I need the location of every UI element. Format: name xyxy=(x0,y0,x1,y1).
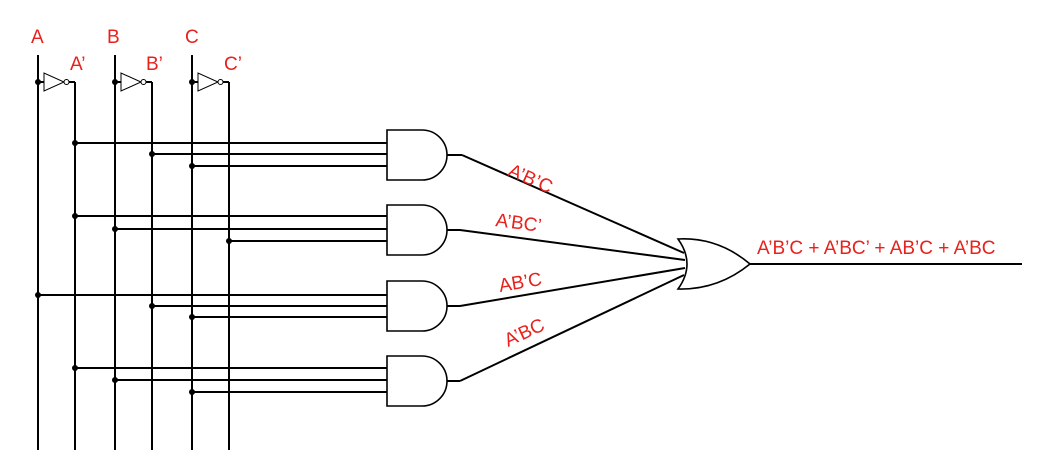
not-gate-a xyxy=(35,72,75,92)
input-label-b-not: B’ xyxy=(146,54,163,75)
and-gate-2 xyxy=(386,204,448,256)
term-label-2: A’BC’ xyxy=(494,210,542,237)
not-gate-b xyxy=(112,72,152,92)
and-to-or-wires xyxy=(447,154,686,382)
output-expression: A’B’C + A’BC’ + AB’C + A’BC xyxy=(757,238,995,259)
not-gate-c xyxy=(189,72,229,92)
and-gate-2-inputs xyxy=(72,213,387,244)
input-label-c-not: C’ xyxy=(224,54,242,75)
and-gate-4 xyxy=(386,355,448,407)
and-gate-3-inputs xyxy=(35,292,387,320)
term-label-1: A’B’C xyxy=(505,160,556,198)
and-gate-1-inputs xyxy=(72,140,387,169)
input-label-a-not: A’ xyxy=(70,54,85,75)
and-gate-3 xyxy=(386,280,448,332)
and-gate-1 xyxy=(386,129,448,181)
and-gate-4-inputs xyxy=(72,365,387,395)
input-label-a: A xyxy=(31,27,44,48)
input-label-b: B xyxy=(107,27,120,48)
input-label-c: C xyxy=(185,27,199,48)
or-gate xyxy=(676,238,752,290)
term-label-4: A’BC xyxy=(501,315,548,352)
